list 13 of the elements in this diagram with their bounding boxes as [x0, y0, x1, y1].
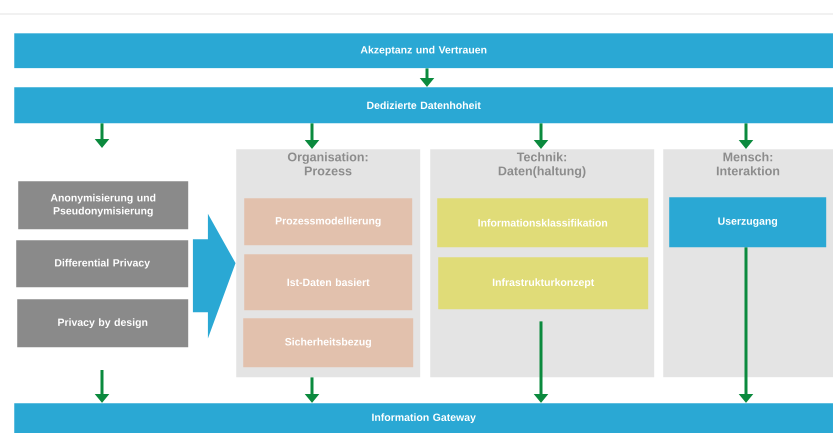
banner: Dedizierte Datenhoheit: [14, 87, 833, 124]
block-arrow: [192, 214, 236, 338]
process-box: Userzugang: [669, 197, 826, 248]
process-box: Infrastrukturkonzept: [438, 257, 648, 310]
banner: Information Gateway: [14, 403, 833, 433]
process-box: Prozessmodellierung: [244, 198, 412, 246]
method-box: Differential Privacy: [16, 240, 188, 288]
process-box: Informationsklassifikation: [437, 198, 648, 248]
process-box: Ist-Daten basiert: [244, 254, 412, 310]
method-box: Anonymisierung und Pseudonymisierung: [18, 181, 188, 230]
method-box: Privacy by design: [17, 299, 188, 348]
process-box: Sicherheitsbezug: [243, 318, 414, 368]
banner: Akzeptanz und Vertrauen: [14, 33, 833, 68]
